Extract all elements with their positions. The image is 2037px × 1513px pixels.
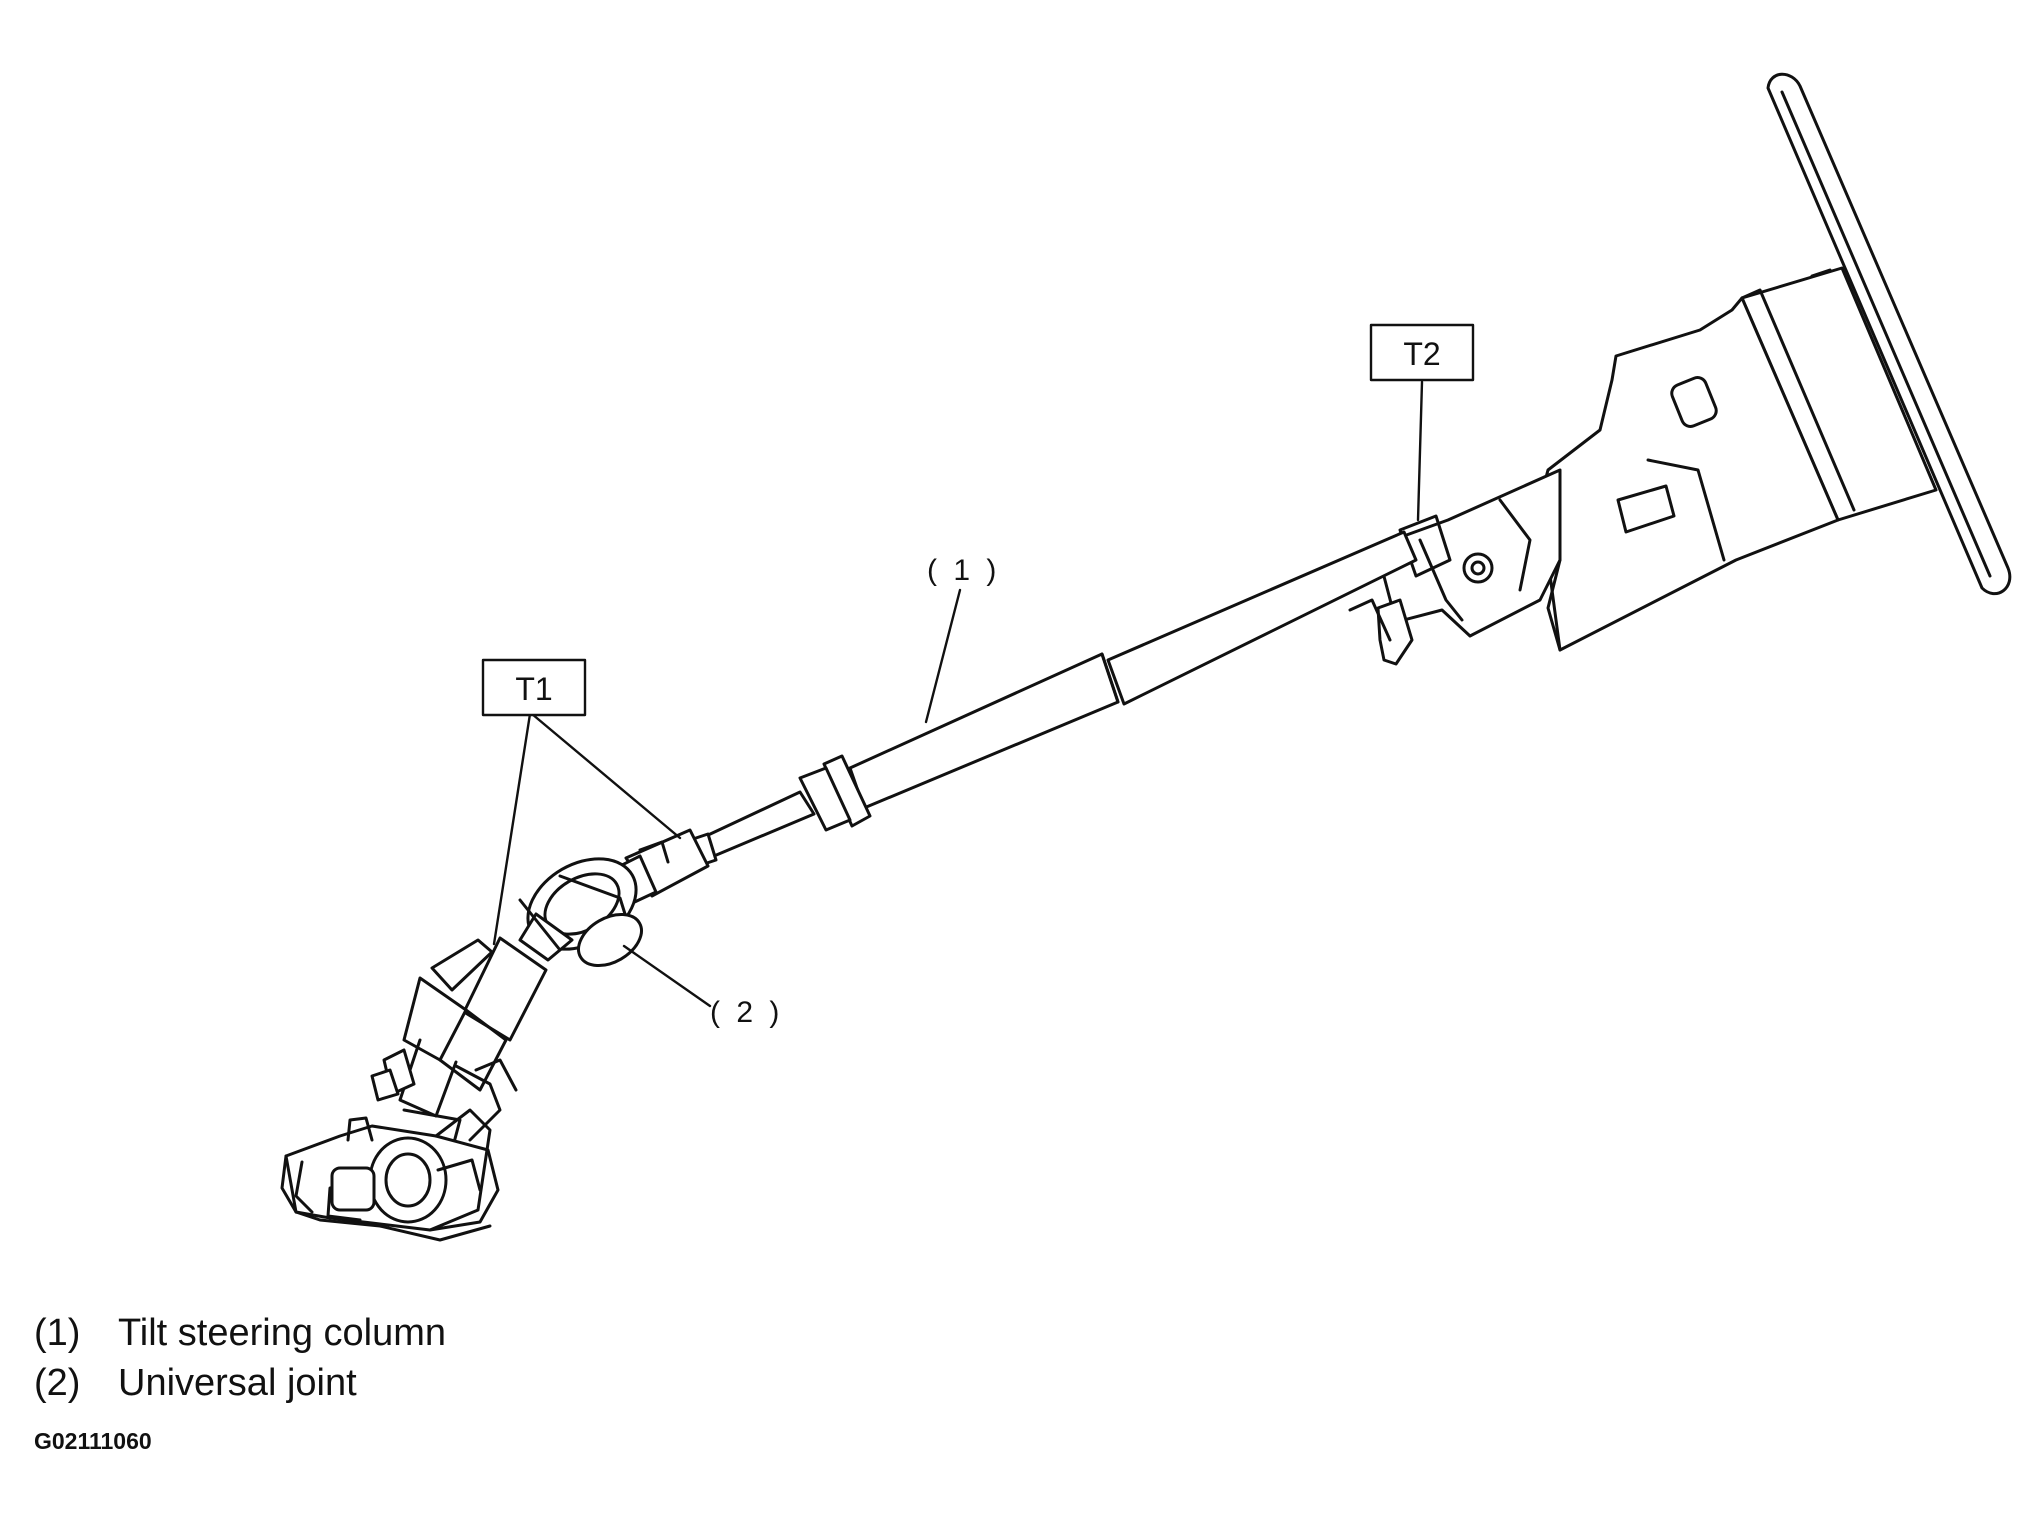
legend-text-2: Universal joint	[118, 1362, 357, 1404]
legend-row-1: (1) Tilt steering column	[34, 1312, 446, 1355]
leader-part1	[924, 588, 962, 724]
legend-row-2: (2) Universal joint	[34, 1362, 357, 1405]
gearbox-assembly	[280, 1108, 500, 1242]
t2-bracket	[1348, 468, 1562, 666]
leader-lines	[492, 380, 1424, 1008]
universal-joint	[518, 857, 643, 968]
intermediate-shaft	[370, 936, 548, 1152]
label-part2: ( 2 )	[710, 996, 783, 1029]
steering-wheel	[1766, 72, 2012, 595]
column-housing	[1538, 266, 1938, 652]
leader-t1-b	[492, 712, 532, 946]
t2-box	[1369, 323, 1475, 382]
leader-t1-a	[530, 712, 682, 840]
column-tube	[688, 530, 1418, 868]
label-t1: T1	[515, 671, 552, 707]
legend-text-1: Tilt steering column	[118, 1312, 447, 1354]
legend-num-1: (1)	[34, 1312, 81, 1354]
t1-box	[481, 658, 587, 717]
leader-t2	[1416, 380, 1424, 522]
leader-part2	[622, 944, 712, 1008]
label-part1: ( 1 )	[927, 554, 1000, 587]
label-t2: T2	[1403, 336, 1440, 372]
legend-num-2: (2)	[34, 1362, 81, 1404]
figure-code: G02111060	[34, 1428, 152, 1454]
